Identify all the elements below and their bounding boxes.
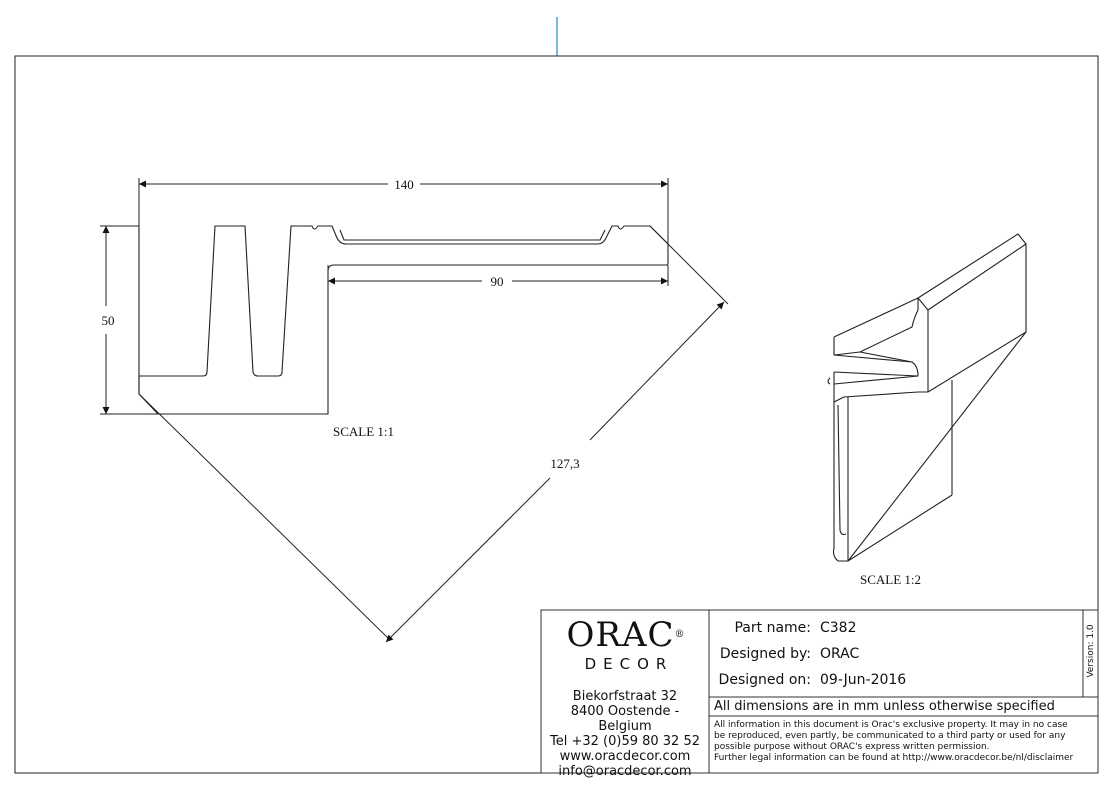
dim-overall-width-label: 140	[394, 177, 414, 192]
designed-on-value: 09-Jun-2016	[820, 672, 907, 688]
dim-flange-width	[327, 265, 669, 286]
logo-subtitle: DECOR	[584, 655, 674, 673]
profile-outline	[138, 225, 669, 415]
designed-by-value: ORAC	[820, 646, 860, 662]
dim-flange-width-label: 90	[491, 274, 504, 289]
dim-diagonal-label: 127,3	[550, 456, 579, 471]
dim-diagonal	[138, 225, 729, 643]
address-city: 8400 Oostende - Belgium	[570, 704, 680, 734]
version-label: Version: 1.0	[1086, 624, 1096, 678]
address-website[interactable]: www.oracdecor.com	[559, 749, 691, 764]
address-street: Biekorfstraat 32	[572, 689, 678, 704]
designed-on-label: Designed on:	[718, 672, 811, 688]
profile-top-groove	[339, 229, 606, 241]
company-address: Biekorfstraat 32 8400 Oostende - Belgium…	[543, 689, 707, 779]
dim-height	[100, 225, 158, 415]
profile-scale-label: SCALE 1:1	[333, 424, 394, 439]
iso-scale-label: SCALE 1:2	[860, 572, 921, 587]
title-block-frame	[540, 609, 1099, 774]
profile-view	[138, 225, 669, 415]
orac-logo: ORAC® DECOR	[548, 618, 704, 674]
legal-notice: All information in this document is Orac…	[714, 720, 1096, 764]
dim-overall-width	[138, 178, 669, 244]
legal-line: possible purpose without ORAC's express …	[714, 742, 990, 752]
legal-line: be reproduced, even partly, be communica…	[714, 731, 1066, 741]
iso-view	[827, 233, 1027, 562]
part-name-label: Part name:	[734, 620, 811, 636]
legal-line: Further legal information can be found a…	[714, 753, 1074, 763]
address-email[interactable]: info@oracdecor.com	[558, 764, 692, 779]
dim-height-label: 50	[102, 313, 115, 328]
dimension-note: All dimensions are in mm unless otherwis…	[714, 699, 1055, 714]
designed-by-label: Designed by:	[719, 646, 811, 662]
logo-word: ORAC	[566, 615, 675, 655]
address-phone: Tel +32 (0)59 80 32 52	[549, 734, 701, 749]
legal-line: All information in this document is Orac…	[714, 720, 1068, 730]
part-name-value: C382	[820, 620, 857, 636]
logo-registered-mark: ®	[674, 629, 686, 640]
